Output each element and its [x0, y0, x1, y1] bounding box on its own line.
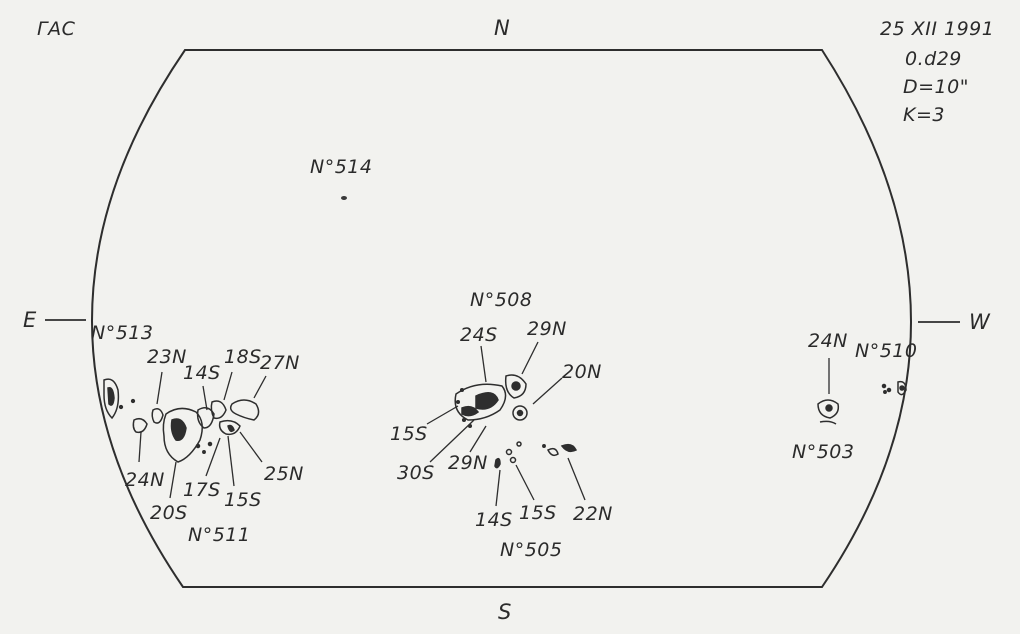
- group-505-label: N°505: [500, 539, 563, 561]
- observation-time: 0.d29: [905, 48, 962, 70]
- group-514-label: N°514: [310, 156, 373, 178]
- spot-group-510: [881, 380, 907, 396]
- spot-group-503: [817, 399, 840, 425]
- latitude-label: 25N: [264, 463, 304, 485]
- group-510-label: N°510: [855, 340, 918, 362]
- observation-date: 25 XII 1991: [880, 18, 995, 40]
- latitude-label: 27N: [260, 352, 300, 374]
- group-503-label: N°503: [792, 441, 855, 463]
- latitude-label: 24S: [460, 324, 498, 346]
- latitude-label: 14S: [475, 509, 513, 531]
- spot-group-505: [494, 441, 578, 469]
- north-label: N: [494, 16, 511, 40]
- latitude-label: 22N: [573, 503, 613, 525]
- spot-514: [341, 196, 347, 200]
- latitude-label: 20S: [150, 502, 188, 524]
- latitude-label: 17S: [183, 479, 221, 501]
- latitude-label: 29N: [448, 452, 488, 474]
- observatory-code: ГАС: [37, 18, 76, 40]
- latitude-label: 15S: [390, 423, 428, 445]
- latitude-label: 14S: [183, 362, 221, 384]
- latitude-label: 20N: [562, 361, 602, 383]
- group-511-label: N°511: [188, 524, 251, 546]
- west-label: W: [969, 310, 991, 334]
- latitude-label: 30S: [397, 462, 435, 484]
- latitude-label: 18S: [224, 346, 262, 368]
- spot-group-511: [162, 399, 260, 463]
- leader-lines: [138, 341, 830, 507]
- latitude-label: 29N: [527, 318, 567, 340]
- k-value: K=3: [903, 104, 945, 126]
- latitude-label: 15S: [519, 502, 557, 524]
- diameter-value: D=10": [903, 76, 969, 98]
- latitude-label: 23N: [147, 346, 187, 368]
- latitude-label: 24N: [808, 330, 848, 352]
- spot-group-508: [454, 374, 528, 429]
- spot-group-513: [103, 378, 164, 434]
- solar-disk-outline: [91, 49, 912, 588]
- group-508-label: N°508: [470, 289, 533, 311]
- south-label: S: [498, 600, 512, 624]
- group-513-label: N°513: [91, 322, 154, 344]
- east-label: E: [23, 308, 37, 332]
- latitude-label: 24N: [125, 469, 165, 491]
- latitude-label: 15S: [224, 489, 262, 511]
